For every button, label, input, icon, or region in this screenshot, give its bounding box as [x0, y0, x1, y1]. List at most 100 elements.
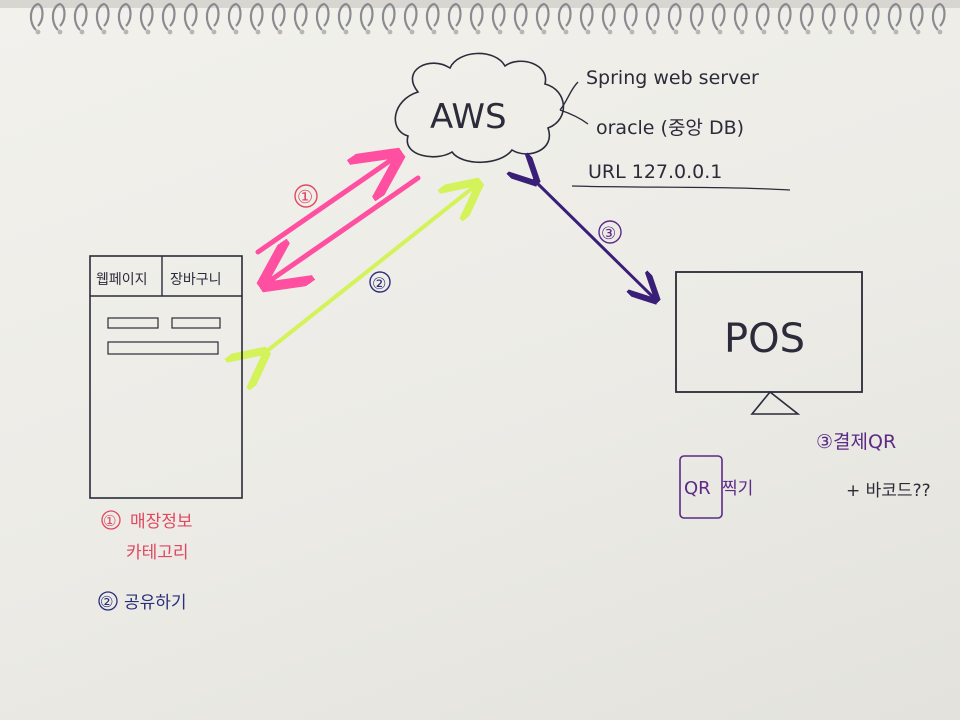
binding-hole	[805, 29, 811, 35]
spiral-ring	[161, 2, 176, 31]
payment-qr-note: ③결제QR	[816, 431, 896, 453]
spiral-ring	[381, 2, 396, 31]
arrow-two-line	[262, 186, 475, 355]
spiral-ring	[513, 2, 528, 31]
binding-hole	[123, 29, 129, 35]
spiral-ring	[887, 2, 902, 31]
spiral-ring	[535, 2, 550, 31]
phone-frame	[89, 255, 243, 499]
binding-hole	[145, 29, 151, 35]
binding-hole	[783, 29, 789, 35]
binding-hole	[915, 29, 921, 35]
binding-hole	[101, 29, 107, 35]
spiral-ring	[337, 2, 352, 31]
binding-hole	[167, 29, 173, 35]
aws-cloud: AWS	[394, 52, 565, 163]
phone-field-wide	[107, 341, 219, 355]
binding-hole	[255, 29, 261, 35]
binding-hole	[849, 29, 855, 35]
qr-box-label: QR	[684, 478, 711, 499]
spiral-ring	[29, 2, 44, 31]
pos-stand	[750, 390, 801, 415]
binding-hole	[673, 29, 679, 35]
binding-hole	[893, 29, 899, 35]
binding-hole	[695, 29, 701, 35]
binding-hole	[79, 29, 85, 35]
arrow-two-badge	[369, 271, 391, 293]
binding-hole	[585, 29, 591, 35]
spiral-ring	[579, 2, 594, 31]
spiral-ring	[667, 2, 682, 31]
spiral-ring	[865, 2, 880, 31]
spiral-ring	[821, 2, 836, 31]
cloud-notes-brace	[559, 81, 589, 125]
binding-hole	[277, 29, 283, 35]
barcode-note: + 바코드??	[846, 481, 931, 501]
pos-notes: QR 찍기 ③결제QR + 바코드??	[679, 431, 931, 519]
spiral-ring	[51, 2, 66, 31]
phone-field-b	[171, 317, 221, 329]
spiral-ring	[601, 2, 616, 31]
spiral-ring	[557, 2, 572, 31]
arrow-one-up	[255, 158, 394, 255]
spiral-ring	[249, 2, 264, 31]
binding-hole	[717, 29, 723, 35]
qr-device-sketch	[679, 455, 723, 519]
phone-tab-right: 장바구니	[170, 272, 222, 288]
spiral-ring	[689, 2, 704, 31]
binding-hole	[387, 29, 393, 35]
note-two-mark: ②	[100, 593, 113, 611]
binding-hole	[475, 29, 481, 35]
arrow-two-label: ②	[372, 274, 386, 293]
binding-hole	[651, 29, 657, 35]
arrow-three-label: ③	[601, 224, 616, 244]
arrow-three: ③	[534, 180, 654, 298]
spiral-ring	[117, 2, 132, 31]
spiral-ring	[95, 2, 110, 31]
pos-monitor: POS	[675, 271, 863, 415]
spiral-ring	[227, 2, 242, 31]
binding-hole	[827, 29, 833, 35]
note-one-badge	[101, 510, 121, 530]
arrow-one: ①	[255, 158, 421, 282]
spiral-ring	[799, 2, 814, 31]
note-one-mark: ①	[103, 512, 116, 530]
binding-hole	[937, 29, 943, 35]
arrow-one-label: ①	[297, 187, 313, 208]
cloud-note-underline	[571, 185, 791, 191]
binding-hole	[321, 29, 327, 35]
phone-field-a	[107, 317, 159, 329]
binding-hole	[871, 29, 877, 35]
spiral-ring	[315, 2, 330, 31]
spiral-ring	[623, 2, 638, 31]
spiral-ring	[425, 2, 440, 31]
binding-hole	[761, 29, 767, 35]
phone-wireframe: 웹페이지 장바구니	[89, 255, 243, 499]
binding-hole	[233, 29, 239, 35]
spiral-ring	[909, 2, 924, 31]
binding-hole	[563, 29, 569, 35]
spiral-ring	[711, 2, 726, 31]
binding-hole	[541, 29, 547, 35]
spiral-ring	[843, 2, 858, 31]
arrow-three-line	[534, 180, 654, 298]
phone-tab-left: 웹페이지	[96, 272, 148, 288]
cloud-note-oracle: oracle (중앙 DB)	[596, 117, 744, 139]
pos-label: POS	[724, 316, 805, 362]
spiral-ring	[645, 2, 660, 31]
binding-hole	[57, 29, 63, 35]
binding-hole	[343, 29, 349, 35]
spiral-ring	[447, 2, 462, 31]
spiral-ring	[491, 2, 506, 31]
binding-hole	[453, 29, 459, 35]
phone-notes: ① 매장정보 카테고리 ② 공유하기	[98, 510, 193, 613]
spiral-ring	[183, 2, 198, 31]
note-two-line1: 공유하기	[124, 593, 187, 613]
spiral-binding	[29, 2, 946, 35]
binding-hole	[739, 29, 745, 35]
note-one-line2: 카테고리	[126, 543, 189, 563]
binding-hole	[35, 29, 41, 35]
binding-hole	[607, 29, 613, 35]
binding-hole	[431, 29, 437, 35]
